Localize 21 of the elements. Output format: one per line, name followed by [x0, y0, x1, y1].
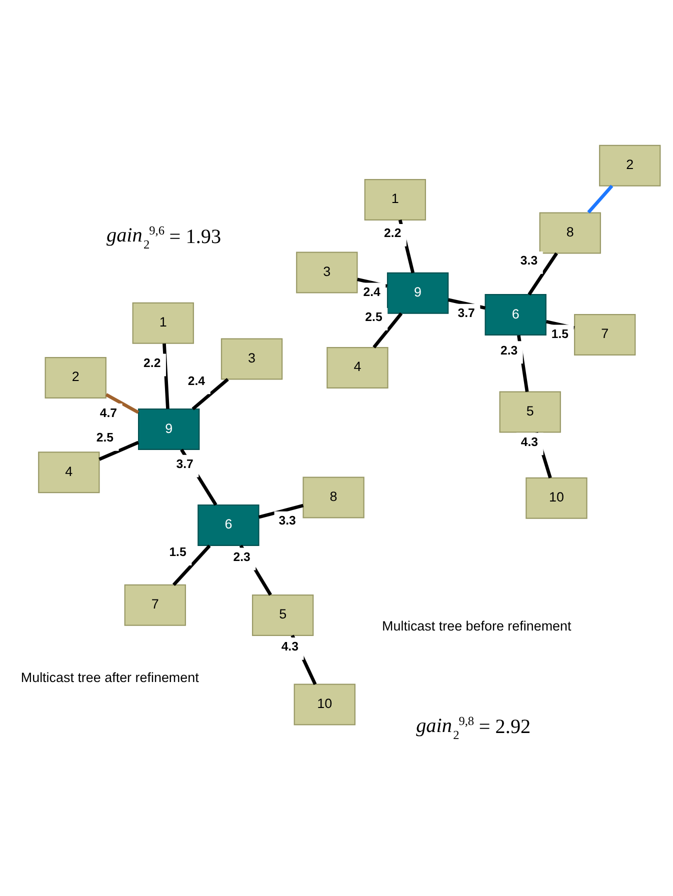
edge-label: 3.3	[278, 514, 296, 528]
edge-label: 2.5	[365, 310, 382, 324]
label: gain$_{2}$$^{9,8}$ = 2.92	[416, 714, 531, 742]
edge-label: 2.3	[500, 343, 518, 358]
edge-label: 2.5	[96, 430, 114, 445]
edge-label: 2.4	[188, 374, 206, 388]
label: Multicast tree before refinement	[382, 618, 572, 634]
edge-label: 4.3	[520, 434, 538, 449]
edge-label: 4.3	[281, 640, 298, 654]
edge-label: 3.3	[520, 254, 538, 268]
edge-label: 1.5	[551, 327, 569, 342]
edge-label: 4.7	[100, 406, 117, 420]
edge-label: 1.5	[169, 545, 186, 560]
edge-label: 2.2	[144, 356, 161, 370]
edge-label: 2.4	[363, 285, 380, 300]
edge-label: 3.7	[176, 457, 194, 472]
edge-label: 3.7	[458, 306, 475, 320]
edge-label: 2.3	[233, 550, 250, 564]
edge-label: 2.2	[384, 226, 402, 240]
label: gain$_{2}$$^{9,6}$ = 1.93	[106, 224, 222, 252]
label: Multicast tree after refinement	[20, 670, 199, 686]
